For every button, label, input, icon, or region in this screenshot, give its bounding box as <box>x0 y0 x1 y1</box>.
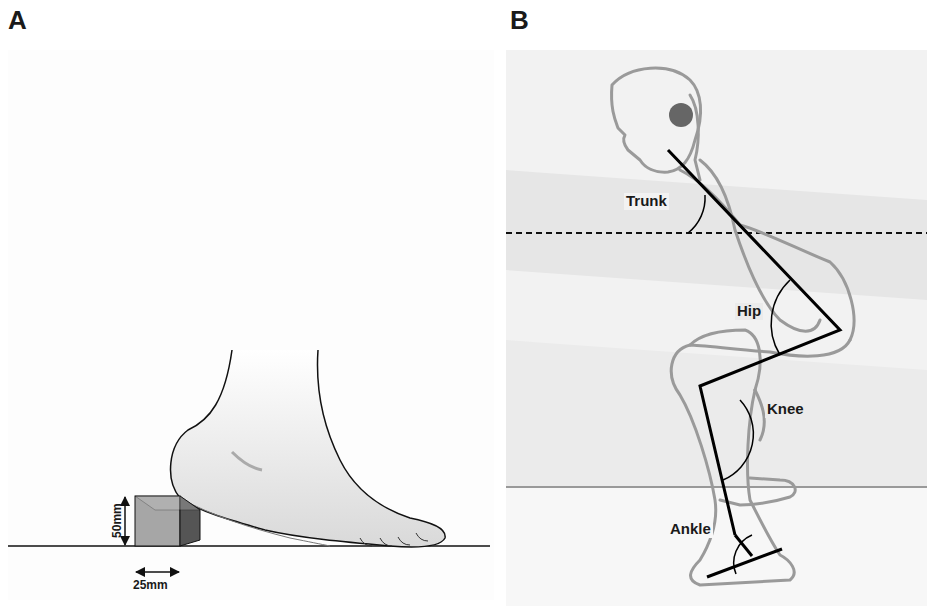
panel-letter: B <box>510 6 529 35</box>
panel-b-illustration <box>506 50 927 606</box>
dimension-label: 25mm <box>133 579 168 592</box>
panel-a-illustration <box>8 50 494 600</box>
angle-label: Knee <box>765 401 806 418</box>
dimension-label: 50mm <box>110 504 123 539</box>
angle-label: Hip <box>735 303 763 320</box>
panel-letter: A <box>8 6 27 35</box>
angle-label: Trunk <box>624 193 669 210</box>
angle-label: Ankle <box>668 521 713 538</box>
